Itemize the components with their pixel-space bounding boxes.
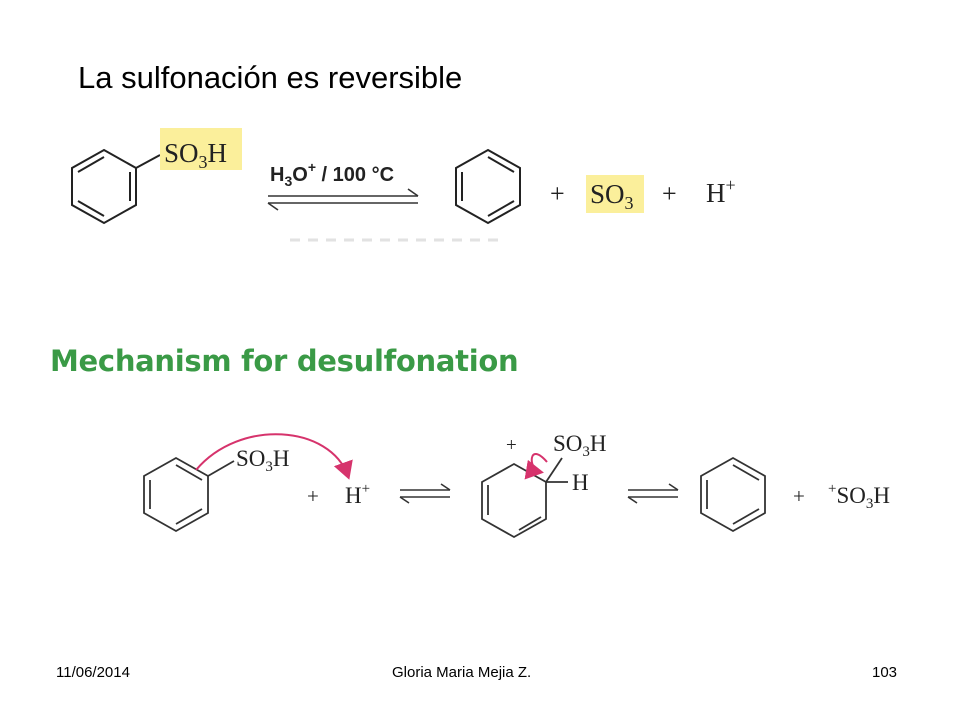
mech-plus-sign-1: +: [307, 484, 319, 508]
reactant-so3h-highlight: [160, 128, 242, 170]
slide-title: La sulfonación es reversible: [78, 60, 463, 95]
electron-flow-arrow-2: [524, 453, 548, 480]
product-so3-highlight: [586, 175, 644, 213]
mech-plus-sign-2: +: [793, 484, 805, 508]
plus-sign-1: +: [550, 179, 565, 208]
plus-sign-2: +: [662, 179, 677, 208]
footer-author: Gloria Maria Mejia Z.: [392, 664, 532, 681]
product-so3-label: SO3: [590, 179, 634, 213]
sigma-complex-ring: [481, 457, 568, 539]
reactant-so3h-label: SO3H: [164, 138, 227, 172]
mech-product-benzene-ring: [700, 456, 766, 533]
mech-equilibrium-arrow-2: [627, 483, 679, 504]
reaction-conditions: H3O+ / 100 °C: [270, 159, 394, 189]
mechanism-title: Mechanism for desulfonation: [50, 344, 519, 378]
footer-date: 11/06/2014: [56, 664, 130, 681]
sigma-complex-h-label: H: [572, 470, 589, 495]
product-benzene-ring: [455, 148, 521, 225]
reactant-benzene-ring: [71, 148, 161, 225]
mech-proton-label: H+: [345, 481, 370, 508]
mech-equilibrium-arrow-1: [399, 483, 451, 504]
mech-product-so3h-label: +SO3H: [828, 481, 890, 512]
footer-page-number: 103: [872, 664, 898, 681]
equilibrium-arrow-1: [267, 188, 419, 211]
electron-flow-arrow-1: [195, 433, 353, 480]
mech-reactant-so3h-label: SO3H: [236, 446, 290, 475]
mech-reactant-benzene-ring: [143, 456, 235, 533]
proton-label: H+: [706, 175, 736, 208]
sigma-complex-so3h-label: SO3H: [553, 431, 607, 460]
sigma-complex-charge: +: [506, 435, 517, 456]
